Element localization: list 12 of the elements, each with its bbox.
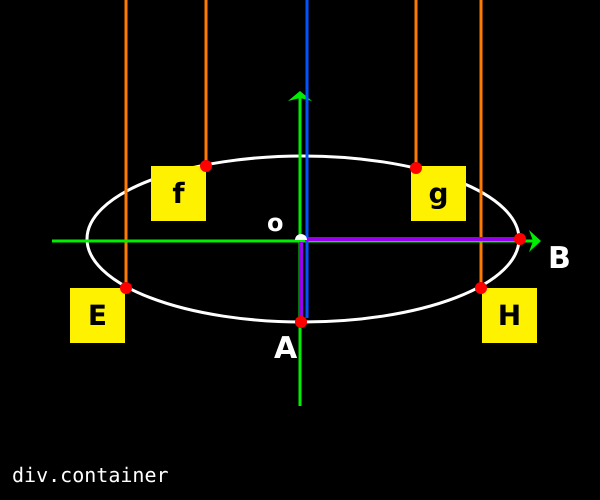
point-letter: f: [172, 180, 185, 208]
point-label-tile: [482, 288, 537, 343]
point-letter: H: [498, 302, 522, 330]
point-letter: E: [88, 302, 108, 330]
point-label: A: [274, 334, 298, 364]
caption-text: div.container: [12, 465, 169, 485]
point-label-tile: [151, 166, 206, 221]
origin-label: o: [267, 211, 284, 235]
point-letter: g: [428, 180, 449, 208]
point-label-tile: [70, 288, 125, 343]
axis-label: B: [548, 244, 571, 274]
point-label-tile: [411, 166, 466, 221]
